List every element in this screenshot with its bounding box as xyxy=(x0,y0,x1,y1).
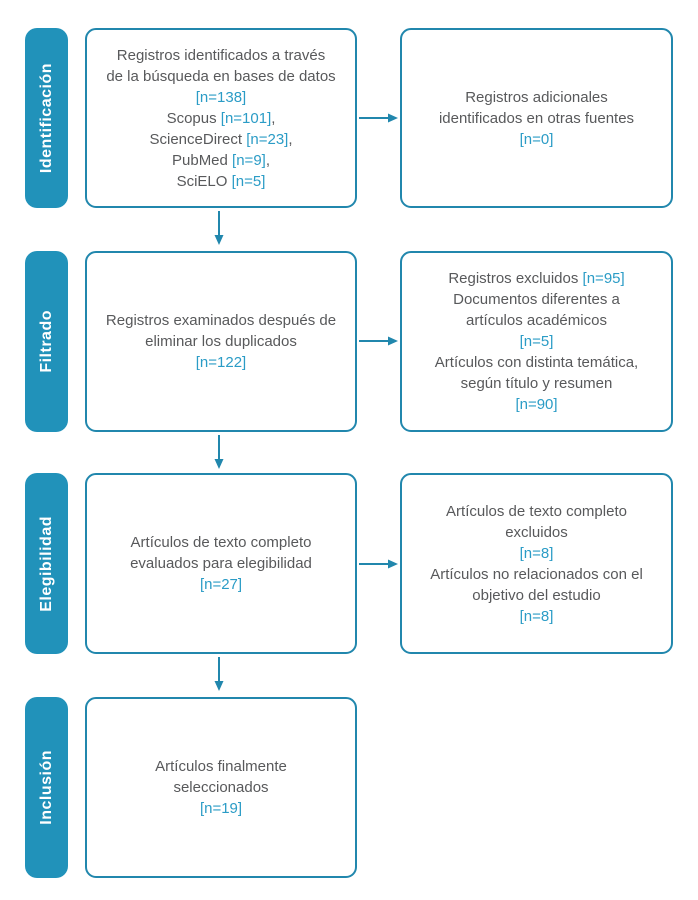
text-line: Artículos de texto completo xyxy=(446,501,627,522)
text-line: seleccionados xyxy=(173,777,268,798)
text-line: PubMed [n=9], xyxy=(172,150,270,171)
text-line: Registros excluidos [n=95] xyxy=(448,268,624,289)
main-box-inclusion: Artículos finalmente seleccionados [n=19] xyxy=(85,697,357,878)
label-text: Artículos de texto completo xyxy=(130,534,312,551)
label-text: Scopus xyxy=(166,109,221,127)
label-text: Registros examinados después de xyxy=(105,312,337,329)
label-text: seleccionados xyxy=(173,779,269,796)
count-value: [n=9] xyxy=(232,151,266,169)
text-line: identificados en otras fuentes xyxy=(439,108,634,129)
right-arrow-icon xyxy=(359,336,398,346)
text-line: [n=8] xyxy=(520,543,554,564)
label-text: objetivo del estudio xyxy=(472,586,601,604)
side-box-filtrado: Registros excluidos [n=95] Documentos dif… xyxy=(400,251,673,432)
label-text: Artículos de texto completo xyxy=(446,502,627,520)
label-text: Documentos diferentes a xyxy=(453,291,620,308)
text-line: evaluados para elegibilidad xyxy=(130,553,312,574)
text-line: ScienceDirect [n=23], xyxy=(150,129,293,150)
main-box-identificacion: Registros identificados a través de la bú… xyxy=(85,28,357,208)
count-value: [n=27] xyxy=(199,576,243,593)
label-text: PubMed xyxy=(172,151,233,169)
count-value: [n=138] xyxy=(195,88,247,106)
label-text: ScienceDirect xyxy=(149,130,247,148)
stage-pill-elegibilidad: Elegibilidad xyxy=(25,473,68,654)
stage-label: Inclusión xyxy=(37,750,55,825)
count-value: [n=0] xyxy=(519,130,554,148)
count-value: [n=95] xyxy=(582,270,625,287)
label-text: artículos académicos xyxy=(466,312,607,329)
label-text: según título y resumen xyxy=(460,375,613,392)
down-arrow-icon xyxy=(214,435,224,469)
down-arrow-icon xyxy=(214,657,224,691)
text-line: Artículos de texto completo xyxy=(131,532,312,553)
label-text: , xyxy=(271,109,276,127)
text-line: [n=90] xyxy=(515,394,557,415)
text-line: Registros adicionales xyxy=(465,87,608,108)
count-value: [n=19] xyxy=(199,800,243,817)
text-line: Artículos con distinta temática, xyxy=(435,352,638,373)
count-value: [n=90] xyxy=(515,396,558,413)
stage-label: Elegibilidad xyxy=(37,515,55,612)
label-text: identificados en otras fuentes xyxy=(438,109,635,127)
right-arrow-icon xyxy=(359,113,398,123)
label-text: eliminar los duplicados xyxy=(145,333,297,350)
text-line: eliminar los duplicados xyxy=(145,331,297,352)
label-text: Registros adicionales xyxy=(465,88,608,106)
text-line: según título y resumen xyxy=(461,373,613,394)
down-arrow-icon xyxy=(214,211,224,245)
count-value: [n=122] xyxy=(195,354,247,371)
label-text: Registros excluidos xyxy=(448,270,583,287)
text-line: Registros examinados después de xyxy=(106,310,336,331)
text-line: Documentos diferentes a xyxy=(453,289,620,310)
side-box-identificacion: Registros adicionales identificados en ot… xyxy=(400,28,673,208)
main-box-elegibilidad: Artículos de texto completo evaluados par… xyxy=(85,473,357,654)
text-line: [n=122] xyxy=(196,352,246,373)
main-box-filtrado: Registros examinados después de eliminar … xyxy=(85,251,357,432)
label-text: excluidos xyxy=(505,523,568,541)
label-text: Artículos no relacionados con el xyxy=(430,565,643,583)
label-text: evaluados para elegibilidad xyxy=(130,555,312,572)
count-value: [n=8] xyxy=(519,544,554,562)
label-text: , xyxy=(288,130,293,148)
label-text: Artículos finalmente xyxy=(155,758,287,775)
label-text: Artículos con distinta temática, xyxy=(434,354,639,371)
text-line: de la búsqueda en bases de datos xyxy=(106,66,335,87)
label-text: de la búsqueda en bases de datos xyxy=(106,67,336,85)
text-line: Artículos finalmente xyxy=(155,756,287,777)
text-line: Registros identificados a través xyxy=(117,45,325,66)
text-line: Scopus [n=101], xyxy=(167,108,276,129)
count-value: [n=8] xyxy=(519,607,554,625)
stage-label: Filtrado xyxy=(37,310,55,373)
text-line: objetivo del estudio xyxy=(472,585,600,606)
side-box-elegibilidad: Artículos de texto completo excluidos [n=8… xyxy=(400,473,673,654)
text-line: [n=5] xyxy=(520,331,554,352)
text-line: artículos académicos xyxy=(466,310,607,331)
text-line: [n=138] xyxy=(196,87,246,108)
text-line: excluidos xyxy=(505,522,568,543)
count-value: [n=5] xyxy=(519,333,554,350)
count-value: [n=23] xyxy=(246,130,289,148)
count-value: [n=5] xyxy=(231,172,266,190)
stage-pill-inclusion: Inclusión xyxy=(25,697,68,878)
stage-label: Identificación xyxy=(37,62,55,174)
label-text: Registros identificados a través xyxy=(116,46,326,64)
count-value: [n=101] xyxy=(220,109,272,127)
text-line: [n=8] xyxy=(520,606,554,627)
text-line: Artículos no relacionados con el xyxy=(430,564,643,585)
stage-pill-filtrado: Filtrado xyxy=(25,251,68,432)
label-text: , xyxy=(265,151,270,169)
label-text: SciELO xyxy=(176,172,232,190)
text-line: [n=19] xyxy=(200,798,242,819)
text-line: [n=27] xyxy=(200,574,242,595)
text-line: [n=0] xyxy=(520,129,554,150)
stage-pill-identificacion: Identificación xyxy=(25,28,68,208)
text-line: SciELO [n=5] xyxy=(177,171,266,192)
right-arrow-icon xyxy=(359,559,398,569)
